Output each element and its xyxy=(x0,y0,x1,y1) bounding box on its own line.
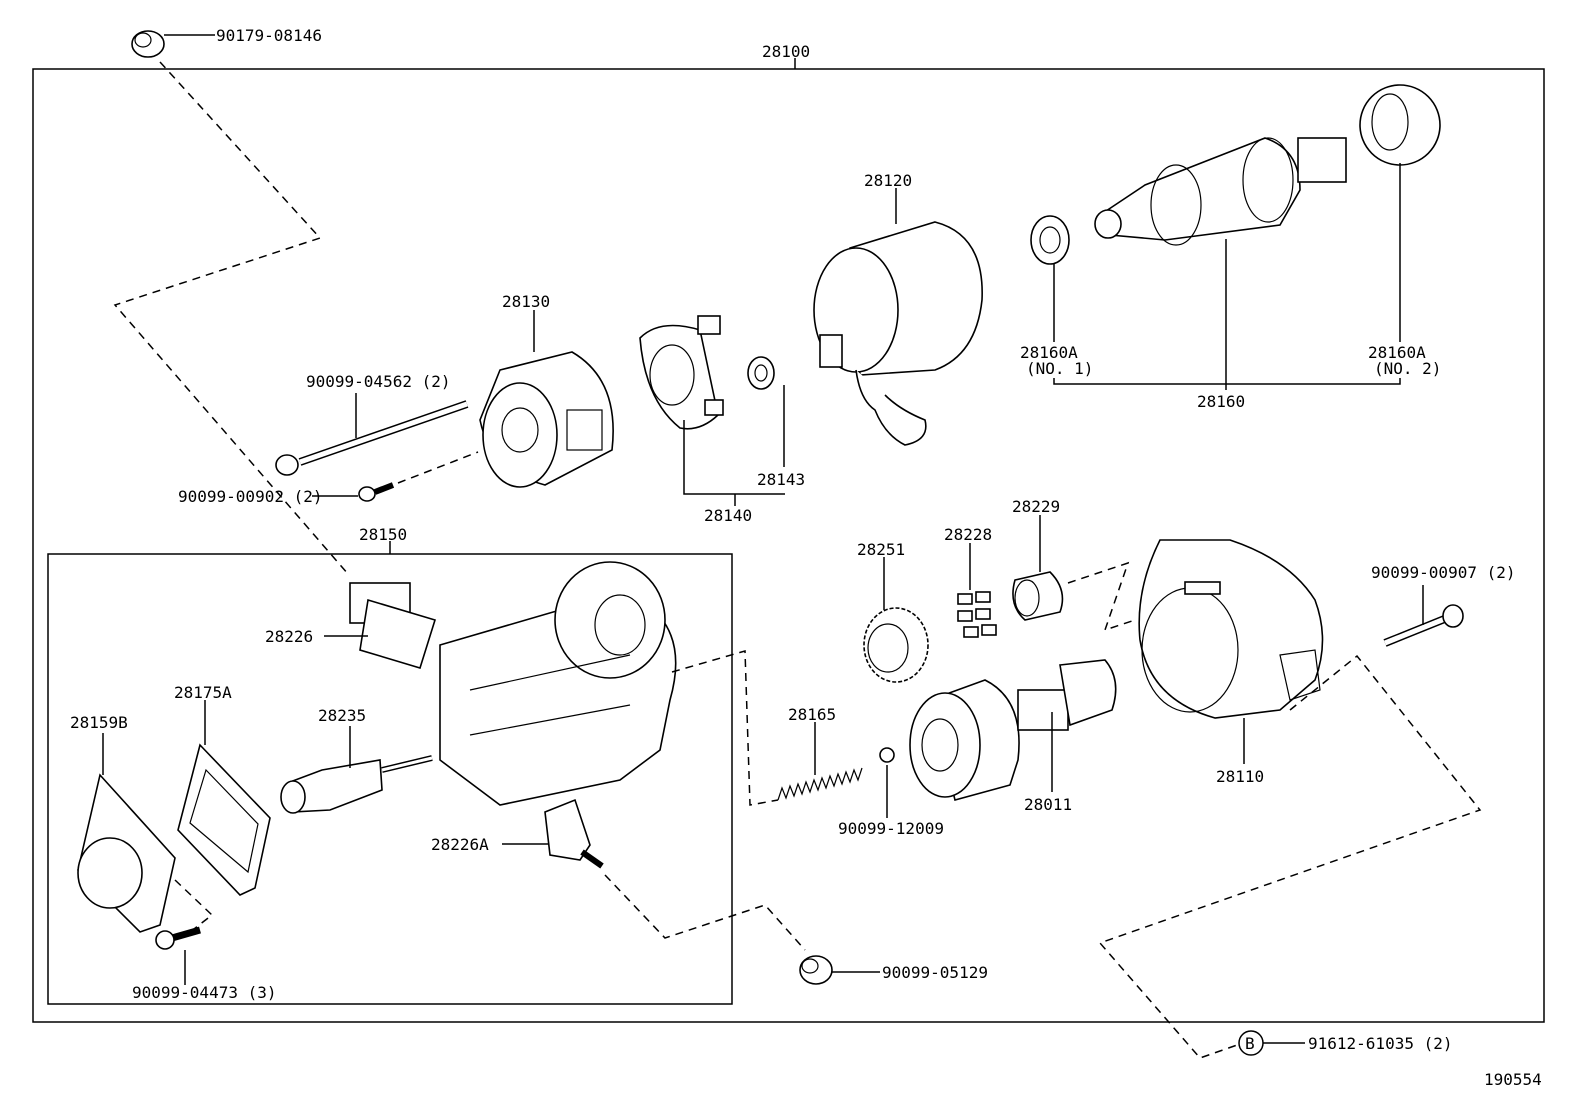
ball-icon xyxy=(879,747,895,763)
assembly-frame-28100 xyxy=(32,68,1545,1023)
starter-housing-icon xyxy=(439,561,677,806)
end-frame-28130-icon xyxy=(479,351,614,488)
b-marker: B xyxy=(1238,1030,1264,1056)
label-28120: 28120 xyxy=(864,171,912,190)
diagram-id: 190554 xyxy=(1484,1070,1542,1089)
label-28251: 28251 xyxy=(857,540,905,559)
label-90099-12009: 90099-12009 xyxy=(838,819,944,838)
cover-28159B-icon xyxy=(77,773,176,933)
label-90099-00902: 90099-00902 (2) xyxy=(178,487,323,506)
label-90099-05129: 90099-05129 xyxy=(882,963,988,982)
armature-28160-icon xyxy=(1094,137,1347,246)
contact-plate-28226A-icon xyxy=(544,798,604,869)
label-28159B: 28159B xyxy=(70,713,128,732)
label-28160A-no2-sub: (NO. 2) xyxy=(1374,359,1441,378)
label-28226: 28226 xyxy=(265,627,313,646)
retainer-28229-icon xyxy=(1012,571,1064,621)
label-28165: 28165 xyxy=(788,705,836,724)
label-28130: 28130 xyxy=(502,292,550,311)
gear-28251-icon xyxy=(863,607,929,683)
brush-holder-28140-icon xyxy=(639,315,724,430)
yoke-28120-icon xyxy=(813,221,983,446)
label-28228: 28228 xyxy=(944,525,992,544)
label-28140: 28140 xyxy=(704,506,752,525)
label-28235: 28235 xyxy=(318,706,366,725)
label-28175A: 28175A xyxy=(174,683,232,702)
contact-plate-28226-icon xyxy=(349,582,437,669)
label-28160: 28160 xyxy=(1197,392,1245,411)
label-90099-00907: 90099-00907 (2) xyxy=(1371,563,1516,582)
label-28150: 28150 xyxy=(359,525,407,544)
small-screw-icon xyxy=(358,482,395,502)
label-90099-04562: 90099-04562 (2) xyxy=(306,372,451,391)
bearing-no1-icon xyxy=(1030,215,1070,265)
label-28011: 28011 xyxy=(1024,795,1072,814)
label-28226A: 28226A xyxy=(431,835,489,854)
clutch-28011-icon xyxy=(909,659,1117,801)
label-28110: 28110 xyxy=(1216,767,1264,786)
rollers-28228-icon xyxy=(957,591,997,638)
label-91612-61035: 91612-61035 (2) xyxy=(1308,1034,1453,1053)
label-28160A-no2: 28160A xyxy=(1368,343,1426,362)
b-marker-letter: B xyxy=(1245,1034,1255,1053)
label-90179-08146: 90179-08146 xyxy=(216,26,322,45)
brush-spring-icon xyxy=(747,356,775,390)
bearing-no2-icon xyxy=(1359,84,1441,166)
nut-bottom-icon xyxy=(799,955,833,985)
cap-nut-icon xyxy=(131,30,165,58)
long-bolt-icon xyxy=(275,400,469,476)
spring-28165-icon xyxy=(777,767,863,801)
front-bolt-icon xyxy=(1383,604,1464,647)
label-28143: 28143 xyxy=(757,470,805,489)
plunger-28235-icon xyxy=(280,755,433,814)
label-28100: 28100 xyxy=(762,42,810,61)
cover-bolt-icon xyxy=(155,926,201,950)
label-90099-04473: 90099-04473 (3) xyxy=(132,983,277,1002)
label-28229: 28229 xyxy=(1012,497,1060,516)
front-housing-28110-icon xyxy=(1138,539,1324,719)
gasket-28175A-icon xyxy=(177,743,271,896)
label-28160A-no1-sub: (NO. 1) xyxy=(1026,359,1093,378)
label-28160A-no1: 28160A xyxy=(1020,343,1078,362)
